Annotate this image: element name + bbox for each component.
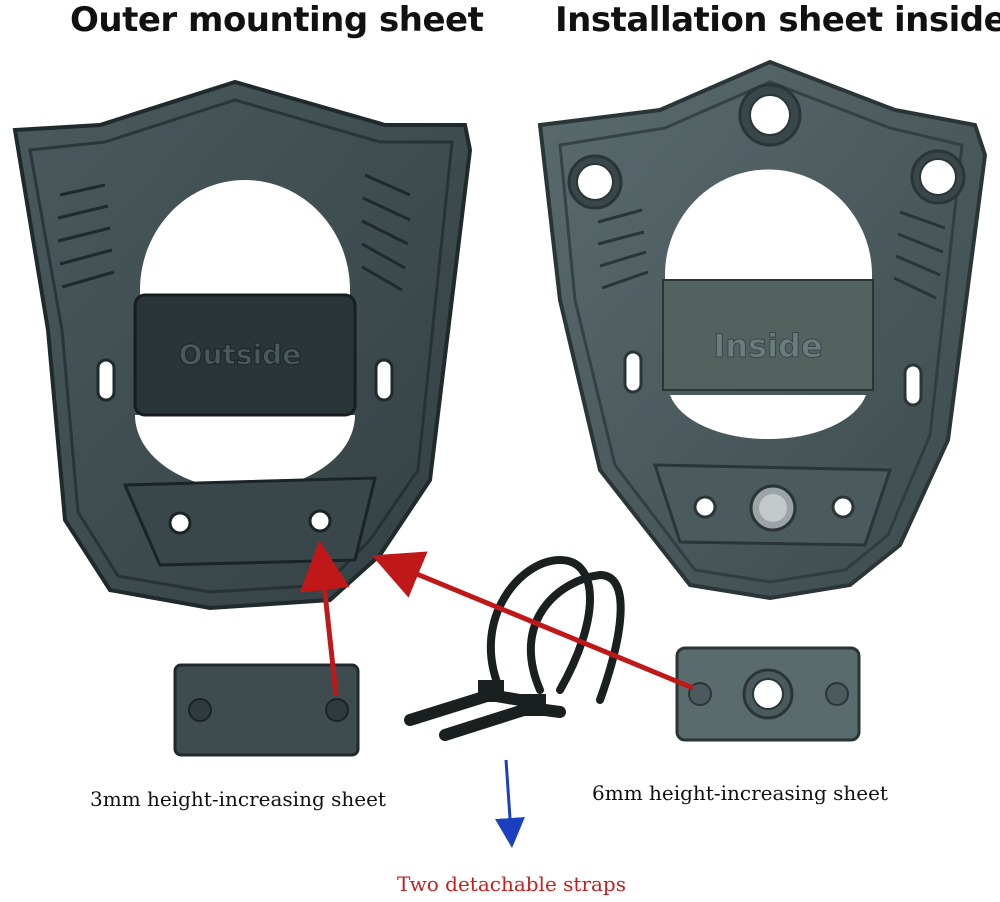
inside-embossed-text: Inside — [713, 327, 822, 365]
title-outer-mounting-sheet: Outer mounting sheet — [70, 0, 484, 40]
caption-3mm-spacer: 3mm height-increasing sheet — [90, 787, 386, 811]
vent-lines-right — [361, 173, 411, 292]
title-installation-sheet-inside: Installation sheet inside — [555, 0, 1000, 40]
vent-lines-right — [893, 210, 946, 300]
screw-hole — [168, 511, 192, 535]
caption-straps: Two detachable straps — [397, 872, 626, 896]
detachable-straps — [404, 555, 625, 741]
slot-left — [96, 358, 116, 402]
spacer-6mm — [675, 646, 861, 742]
slot-right — [374, 358, 394, 402]
outside-embossed-text: Outside — [179, 338, 301, 371]
screw-hole — [831, 495, 855, 519]
blue-arrow — [495, 759, 525, 848]
slot-right — [903, 363, 923, 407]
red-arrows — [299, 540, 694, 696]
caption-6mm-spacer: 6mm height-increasing sheet — [592, 781, 888, 805]
screw-hole — [693, 495, 717, 519]
screw-hole — [308, 509, 332, 533]
installation-sheet-inside: Inside — [537, 59, 988, 601]
vent-lines-left — [57, 183, 115, 289]
vent-lines-left — [597, 208, 649, 290]
slot-left — [623, 350, 643, 394]
outer-mounting-sheet: Outside — [12, 79, 473, 611]
spacer-3mm — [173, 663, 360, 757]
